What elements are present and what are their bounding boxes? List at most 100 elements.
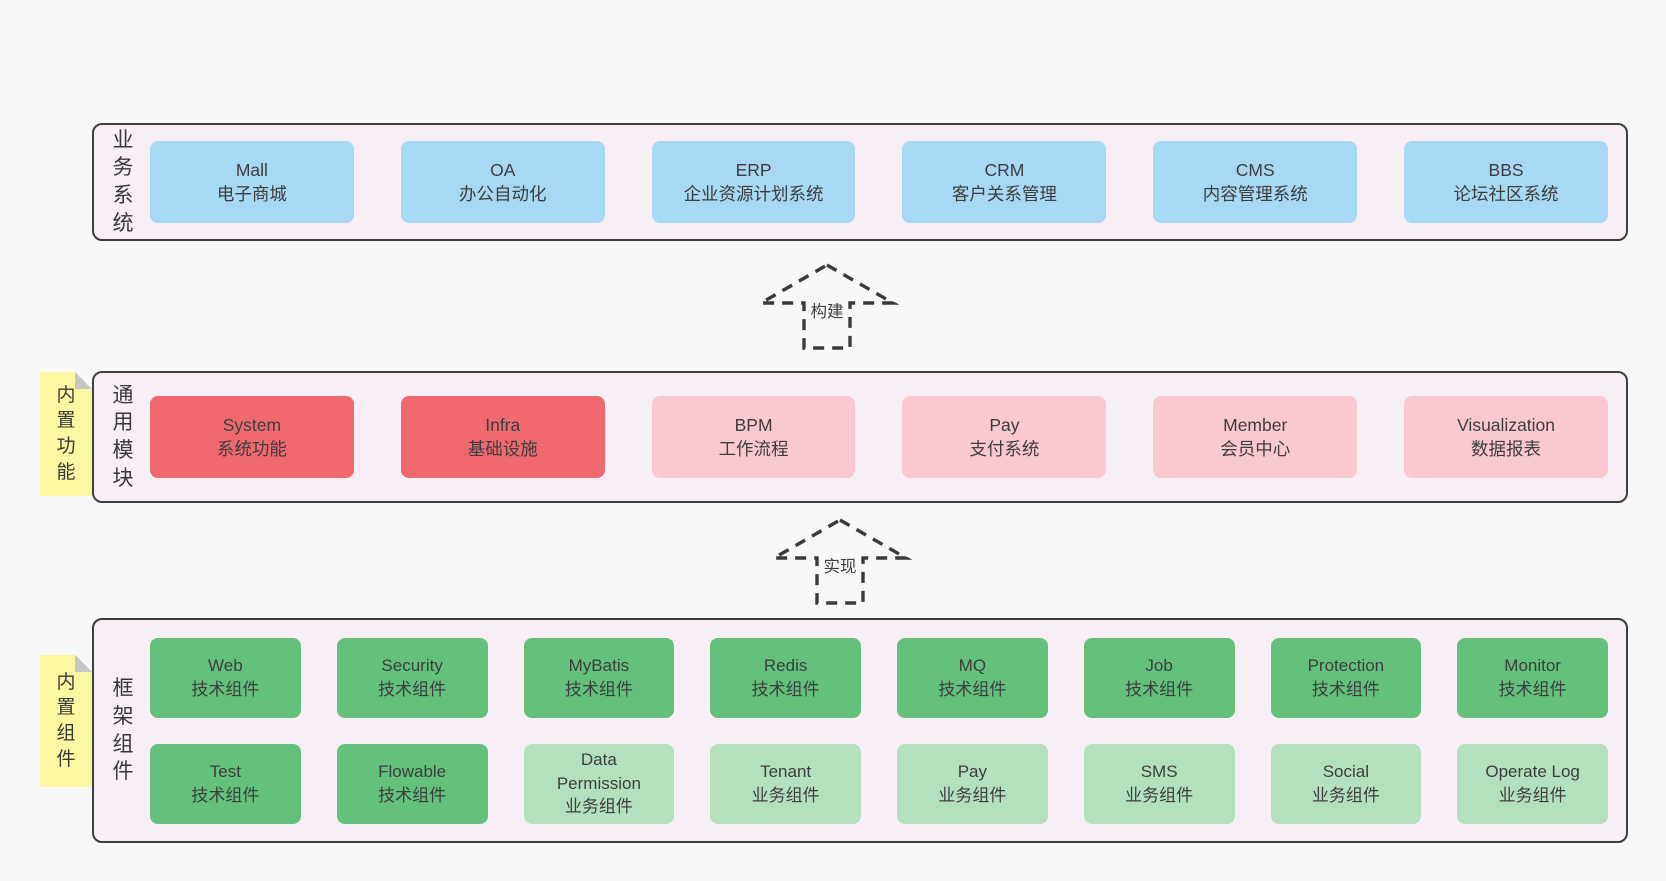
box-subtitle: 技术组件 bbox=[1498, 679, 1567, 699]
modules-row: System 系统功能 Infra 基础设施 BPM 工作流程 Pay 支付系统… bbox=[138, 396, 1626, 478]
box-title: MQ bbox=[958, 656, 987, 676]
component-box: Operate Log 业务组件 bbox=[1457, 743, 1608, 824]
component-box: Monitor 技术组件 bbox=[1457, 637, 1608, 718]
box-subtitle: 技术组件 bbox=[378, 679, 447, 699]
box-title: BPM bbox=[734, 414, 773, 435]
layer-framework-components: 框架组件 Web 技术组件 Security 技术组件 MyBatis 技术组件 bbox=[92, 618, 1628, 843]
box-subtitle: 技术组件 bbox=[378, 785, 447, 805]
business-system-box: ERP 企业资源计划系统 bbox=[651, 141, 856, 223]
module-box: Visualization 数据报表 bbox=[1404, 396, 1608, 478]
box-title: Flowable bbox=[378, 762, 447, 782]
box-subtitle: 电子商城 bbox=[216, 184, 287, 204]
module-box: Member 会员中心 bbox=[1153, 396, 1358, 478]
box-subtitle: 客户关系管理 bbox=[951, 184, 1057, 204]
box-subtitle: 技术组件 bbox=[1125, 679, 1194, 699]
box-title: MyBatis bbox=[568, 656, 630, 676]
box-title: Data Permission bbox=[556, 750, 641, 793]
layer-common-modules: 通用模块 System 系统功能 Infra 基础设施 BPM 工作流程 Pay… bbox=[92, 371, 1628, 503]
box-subtitle: 支付系统 bbox=[969, 439, 1040, 459]
component-box: Job 技术组件 bbox=[1083, 637, 1235, 718]
box-title: Pay bbox=[957, 762, 988, 782]
sticky-note-text: 内置组件 bbox=[56, 671, 76, 770]
box-title: OA bbox=[490, 159, 516, 180]
box-title: Job bbox=[1145, 656, 1173, 676]
business-system-box: CRM 客户关系管理 bbox=[902, 141, 1107, 223]
component-box: Social 业务组件 bbox=[1270, 743, 1422, 824]
box-title: BBS bbox=[1488, 159, 1524, 180]
box-subtitle: 办公自动化 bbox=[458, 184, 547, 204]
component-box: Security 技术组件 bbox=[336, 637, 488, 718]
arrow-build-label: 构建 bbox=[807, 296, 847, 323]
box-title: Security bbox=[381, 656, 443, 676]
component-box: Data Permission 业务组件 bbox=[523, 743, 675, 824]
module-box: System 系统功能 bbox=[150, 396, 354, 478]
box-subtitle: 业务组件 bbox=[751, 785, 820, 805]
components-row-1: Web 技术组件 Security 技术组件 MyBatis 技术组件 Redi… bbox=[150, 637, 1608, 718]
components-rows: Web 技术组件 Security 技术组件 MyBatis 技术组件 Redi… bbox=[138, 637, 1626, 824]
business-system-box: CMS 内容管理系统 bbox=[1153, 141, 1358, 223]
arrow-implement: 实现 bbox=[768, 515, 912, 607]
box-subtitle: 业务组件 bbox=[1125, 785, 1194, 805]
box-title: Operate Log bbox=[1485, 762, 1580, 782]
box-subtitle: 业务组件 bbox=[564, 797, 633, 817]
up-arrow-icon bbox=[755, 263, 899, 350]
component-box: Test 技术组件 bbox=[150, 743, 301, 824]
sticky-note-text: 内置功能 bbox=[56, 384, 76, 483]
box-title: Member bbox=[1223, 414, 1288, 435]
box-title: Infra bbox=[485, 414, 521, 435]
box-subtitle: 业务组件 bbox=[938, 785, 1007, 805]
box-subtitle: 技术组件 bbox=[1311, 679, 1380, 699]
box-subtitle: 系统功能 bbox=[216, 439, 287, 459]
component-box: Tenant 业务组件 bbox=[710, 743, 861, 824]
box-title: Pay bbox=[989, 414, 1020, 435]
module-box: Pay 支付系统 bbox=[902, 396, 1107, 478]
box-title: Mall bbox=[235, 159, 268, 180]
box-title: Visualization bbox=[1457, 414, 1556, 435]
business-systems-row: Mall 电子商城 OA 办公自动化 ERP 企业资源计划系统 CRM 客户关系… bbox=[138, 141, 1626, 223]
box-subtitle: 内容管理系统 bbox=[1202, 184, 1308, 204]
box-subtitle: 业务组件 bbox=[1311, 785, 1380, 805]
box-title: SMS bbox=[1140, 762, 1178, 782]
box-subtitle: 业务组件 bbox=[1498, 785, 1567, 805]
components-row-2: Test 技术组件 Flowable 技术组件 Data Permission … bbox=[150, 743, 1608, 824]
box-subtitle: 数据报表 bbox=[1471, 439, 1542, 459]
business-system-box: Mall 电子商城 bbox=[150, 141, 354, 223]
box-title: System bbox=[222, 414, 282, 435]
box-subtitle: 技术组件 bbox=[564, 679, 633, 699]
component-box: Redis 技术组件 bbox=[710, 637, 861, 718]
box-subtitle: 技术组件 bbox=[938, 679, 1007, 699]
box-subtitle: 会员中心 bbox=[1220, 439, 1291, 459]
box-title: Monitor bbox=[1504, 656, 1561, 676]
layer-modules-label: 通用模块 bbox=[112, 383, 134, 490]
layer-business-label: 业务系统 bbox=[112, 128, 134, 235]
component-box: Protection 技术组件 bbox=[1270, 637, 1422, 718]
arrow-build: 构建 bbox=[755, 260, 899, 352]
component-box: MyBatis 技术组件 bbox=[523, 637, 675, 718]
box-subtitle: 企业资源计划系统 bbox=[683, 184, 824, 204]
box-title: Social bbox=[1322, 762, 1370, 782]
box-subtitle: 技术组件 bbox=[191, 785, 260, 805]
box-title: Web bbox=[208, 656, 243, 676]
layer-business-systems: 业务系统 Mall 电子商城 OA 办公自动化 ERP 企业资源计划系统 CRM… bbox=[92, 123, 1628, 241]
component-box: MQ 技术组件 bbox=[897, 637, 1048, 718]
box-subtitle: 技术组件 bbox=[191, 679, 260, 699]
box-title: Test bbox=[209, 762, 241, 782]
business-system-box: BBS 论坛社区系统 bbox=[1404, 141, 1608, 223]
component-box: SMS 业务组件 bbox=[1083, 743, 1235, 824]
component-box: Web 技术组件 bbox=[150, 637, 301, 718]
box-title: Tenant bbox=[760, 762, 812, 782]
module-box: Infra 基础设施 bbox=[400, 396, 605, 478]
component-box: Flowable 技术组件 bbox=[336, 743, 488, 824]
up-arrow-icon bbox=[768, 518, 912, 605]
box-title: Redis bbox=[763, 656, 808, 676]
sticky-note-builtin-features: 内置功能 bbox=[40, 372, 92, 496]
arrow-implement-label: 实现 bbox=[820, 551, 860, 578]
sticky-note-builtin-components: 内置组件 bbox=[40, 655, 92, 787]
box-subtitle: 工作流程 bbox=[718, 439, 789, 459]
box-subtitle: 论坛社区系统 bbox=[1453, 184, 1559, 204]
box-subtitle: 基础设施 bbox=[467, 439, 538, 459]
layer-components-label: 框架组件 bbox=[112, 677, 134, 784]
box-title: ERP bbox=[735, 159, 772, 180]
box-subtitle: 技术组件 bbox=[751, 679, 820, 699]
business-system-box: OA 办公自动化 bbox=[400, 141, 605, 223]
